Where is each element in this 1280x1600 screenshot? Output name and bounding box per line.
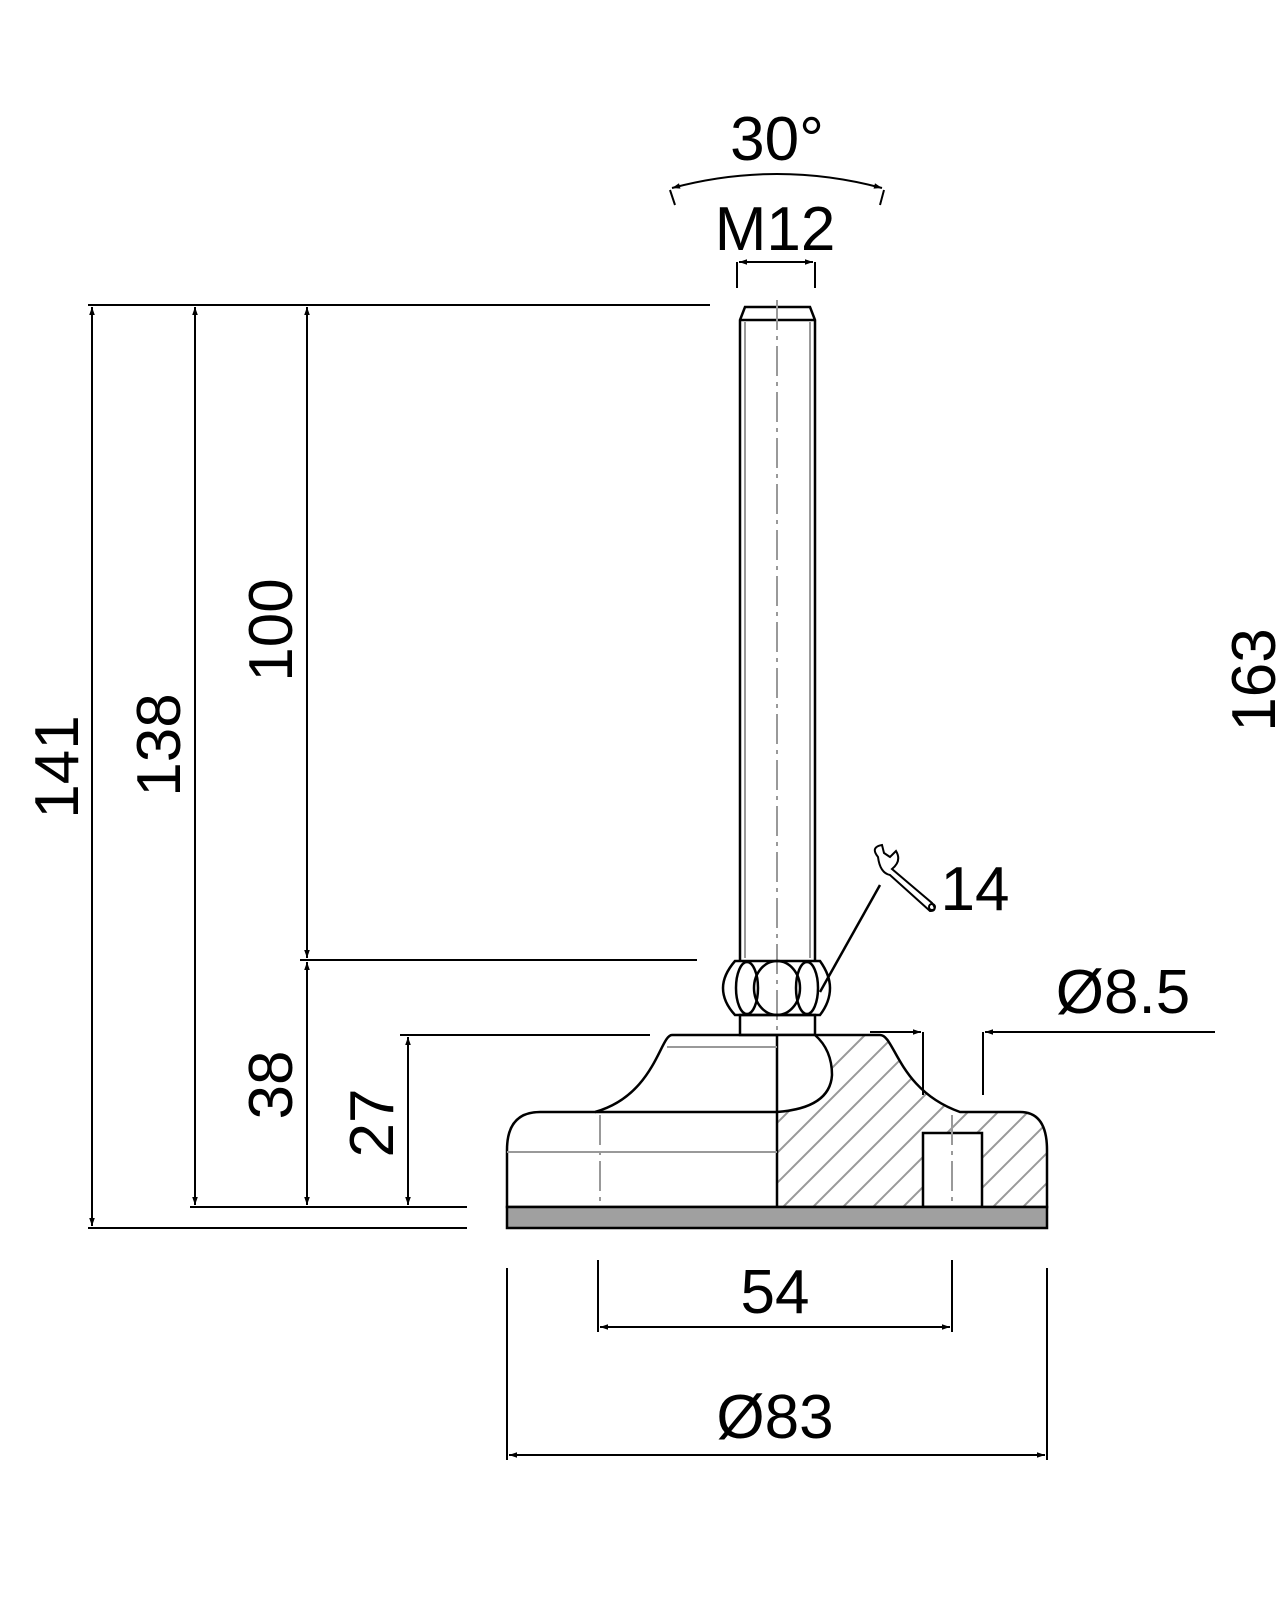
angle-label: 30° [730,105,824,174]
base-height-label: 27 [338,1089,407,1158]
partial-dimension-label: 163 [1220,628,1280,731]
overall-height-label: 141 [23,715,92,818]
height-38-label: 38 [237,1051,306,1120]
hole-diameter-label: Ø8.5 [1056,958,1190,1027]
base-diameter-label: Ø83 [716,1383,833,1452]
height-138-label: 138 [125,693,194,796]
hole-spacing-label: 54 [741,1258,810,1327]
thread-label: M12 [715,195,836,264]
dimension-lines [89,173,1215,1458]
threaded-stud [738,300,817,1220]
extension-lines [88,262,1048,1460]
rubber-pad [505,1205,1049,1230]
wrench-icon [873,843,936,913]
stud-length-label: 100 [237,578,306,681]
wrench-size-label: 14 [941,855,1010,924]
base [505,1033,1049,1230]
